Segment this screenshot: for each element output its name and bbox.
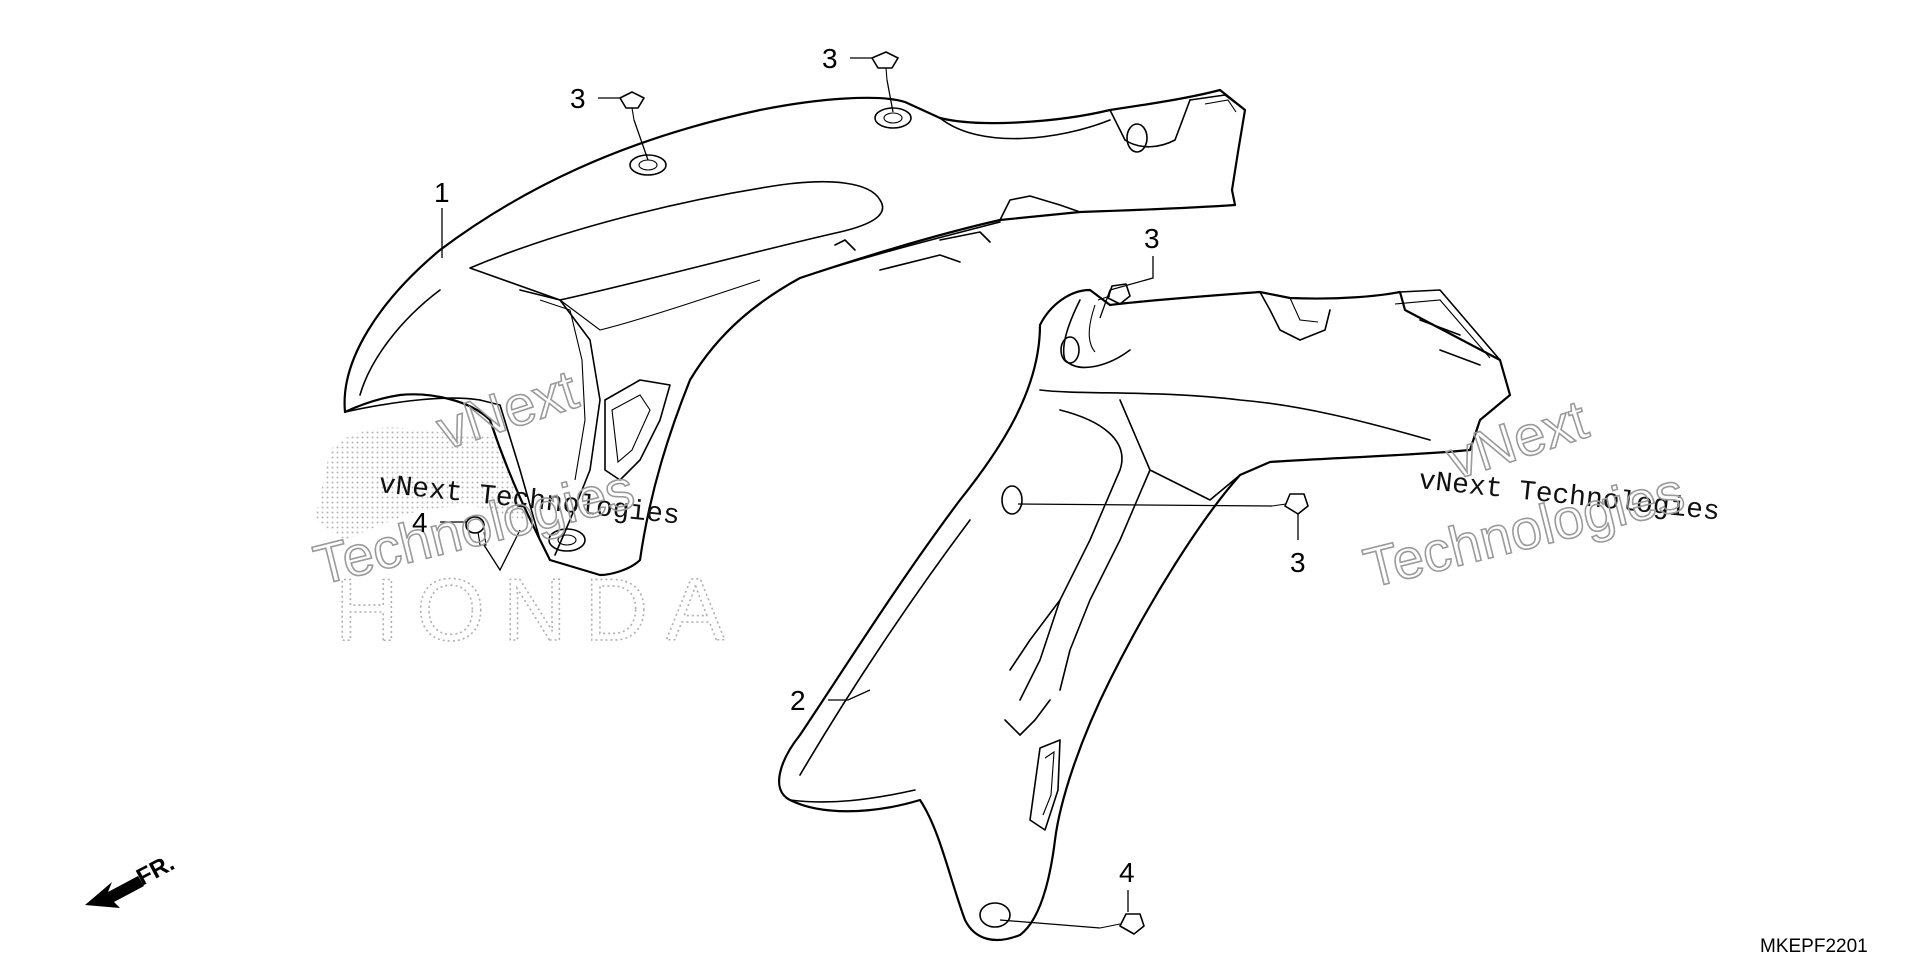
leader-lines [440,57,1299,929]
grommet-icon [629,154,667,176]
bolt-icon [1284,493,1309,515]
callout-3a: 3 [570,83,586,114]
grommet-icon [548,528,586,552]
fastener-4b [1099,913,1145,935]
front-direction-indicator: FR. [85,849,179,908]
bolt-icon [465,516,485,534]
fastener-3d [1271,493,1309,515]
fastener-3b [871,51,899,81]
callout-3b: 3 [822,43,838,74]
diagram-code: MKEPF2201 [1760,936,1868,957]
fastener-3a [619,91,645,121]
callout-1: 1 [434,177,450,208]
mount-hole-icon [979,902,1011,928]
grommet-icon [874,107,912,129]
callout-3c: 3 [1144,223,1160,254]
part-1-shroud [343,88,1247,577]
mount-hole-icon [1126,123,1148,153]
mount-hole-icon [1001,485,1023,515]
fastener-4a [465,516,487,546]
screw-icon [619,91,645,109]
bolt-icon [1119,913,1145,935]
callout-2: 2 [790,685,806,716]
part-2-shroud [778,288,1512,942]
mount-hole-icon [1060,336,1080,364]
bolt-icon [1107,283,1131,305]
callout-4b: 4 [1119,857,1135,888]
callout-3d: 3 [1290,547,1306,578]
honda-watermark-text: HONDA [335,560,743,659]
arrow-left-icon [85,876,144,908]
screw-icon [871,51,899,69]
callout-4a: 4 [412,507,428,538]
